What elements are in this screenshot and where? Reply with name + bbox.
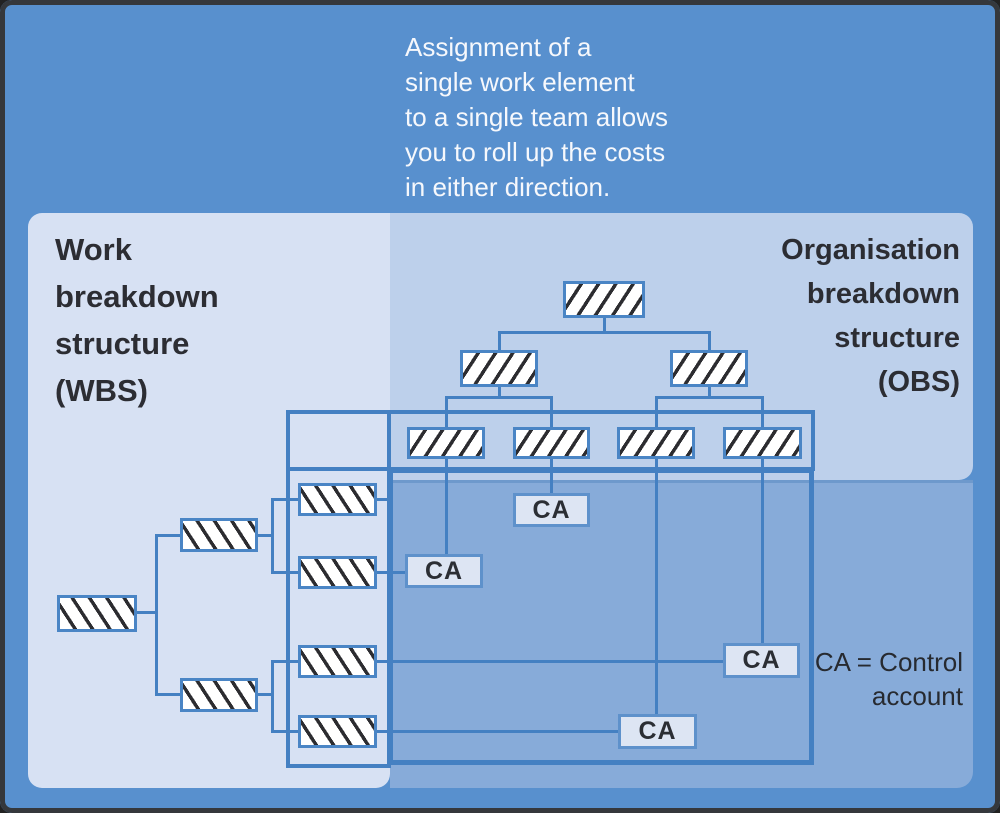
obs-leaf-box (513, 427, 590, 459)
connector-line (761, 396, 764, 427)
connector-line (271, 660, 300, 663)
wbs-leaf-box (298, 556, 377, 589)
connector-line (155, 693, 182, 696)
obs-to-ca-line (655, 459, 658, 715)
connector-line (498, 331, 501, 350)
wbs-to-ca-line (377, 571, 407, 574)
wbs-to-ca-line (377, 498, 393, 501)
connector-line (708, 331, 711, 350)
figure-caption: Assignment of a single work element to a… (405, 32, 669, 202)
connector-line (258, 534, 274, 537)
wbs-child-box (180, 518, 258, 552)
wbs-leaf-box (298, 483, 377, 516)
connector-line (655, 396, 764, 399)
connector-line (271, 660, 274, 733)
connector-line (271, 498, 274, 574)
obs-to-ca-line (445, 459, 448, 555)
connector-line (271, 498, 300, 501)
connector-line (155, 534, 182, 537)
obs-leaf-box (407, 427, 485, 459)
control-account-box: CA (513, 493, 590, 527)
wbs-to-ca-line (377, 660, 725, 663)
connector-line (258, 693, 274, 696)
obs-leaf-box (723, 427, 802, 459)
connector-line (550, 396, 553, 427)
connector-line (708, 387, 711, 399)
connector-line (155, 534, 158, 696)
obs-to-ca-line (550, 459, 553, 494)
obs-leaf-box (617, 427, 695, 459)
connector-line (498, 387, 501, 399)
obs-to-ca-line (761, 459, 764, 644)
connector-line (271, 571, 300, 574)
obs-child-box (460, 350, 538, 387)
obs-title: Organisation breakdown structure (OBS) (781, 234, 960, 398)
connector-line (498, 331, 711, 334)
wbs-root-box (57, 595, 137, 632)
connector-line (271, 730, 300, 733)
intersection-outline (388, 468, 814, 765)
wbs-leaf-box (298, 645, 377, 678)
ca-legend: CA = Control account (814, 647, 963, 711)
wbs-child-box (180, 678, 258, 712)
connector-line (445, 396, 448, 427)
connector-line (445, 396, 553, 399)
connector-line (137, 611, 156, 614)
wbs-to-ca-line (377, 730, 620, 733)
connector-line (603, 318, 606, 334)
control-account-box: CA (618, 714, 697, 749)
wbs-title: Work breakdown structure (WBS) (55, 232, 219, 408)
control-account-box: CA (405, 554, 483, 588)
obs-child-box (670, 350, 748, 387)
connector-line (655, 396, 658, 427)
control-account-box: CA (723, 643, 800, 678)
obs-root-box (563, 281, 645, 318)
wbs-leaf-box (298, 715, 377, 748)
